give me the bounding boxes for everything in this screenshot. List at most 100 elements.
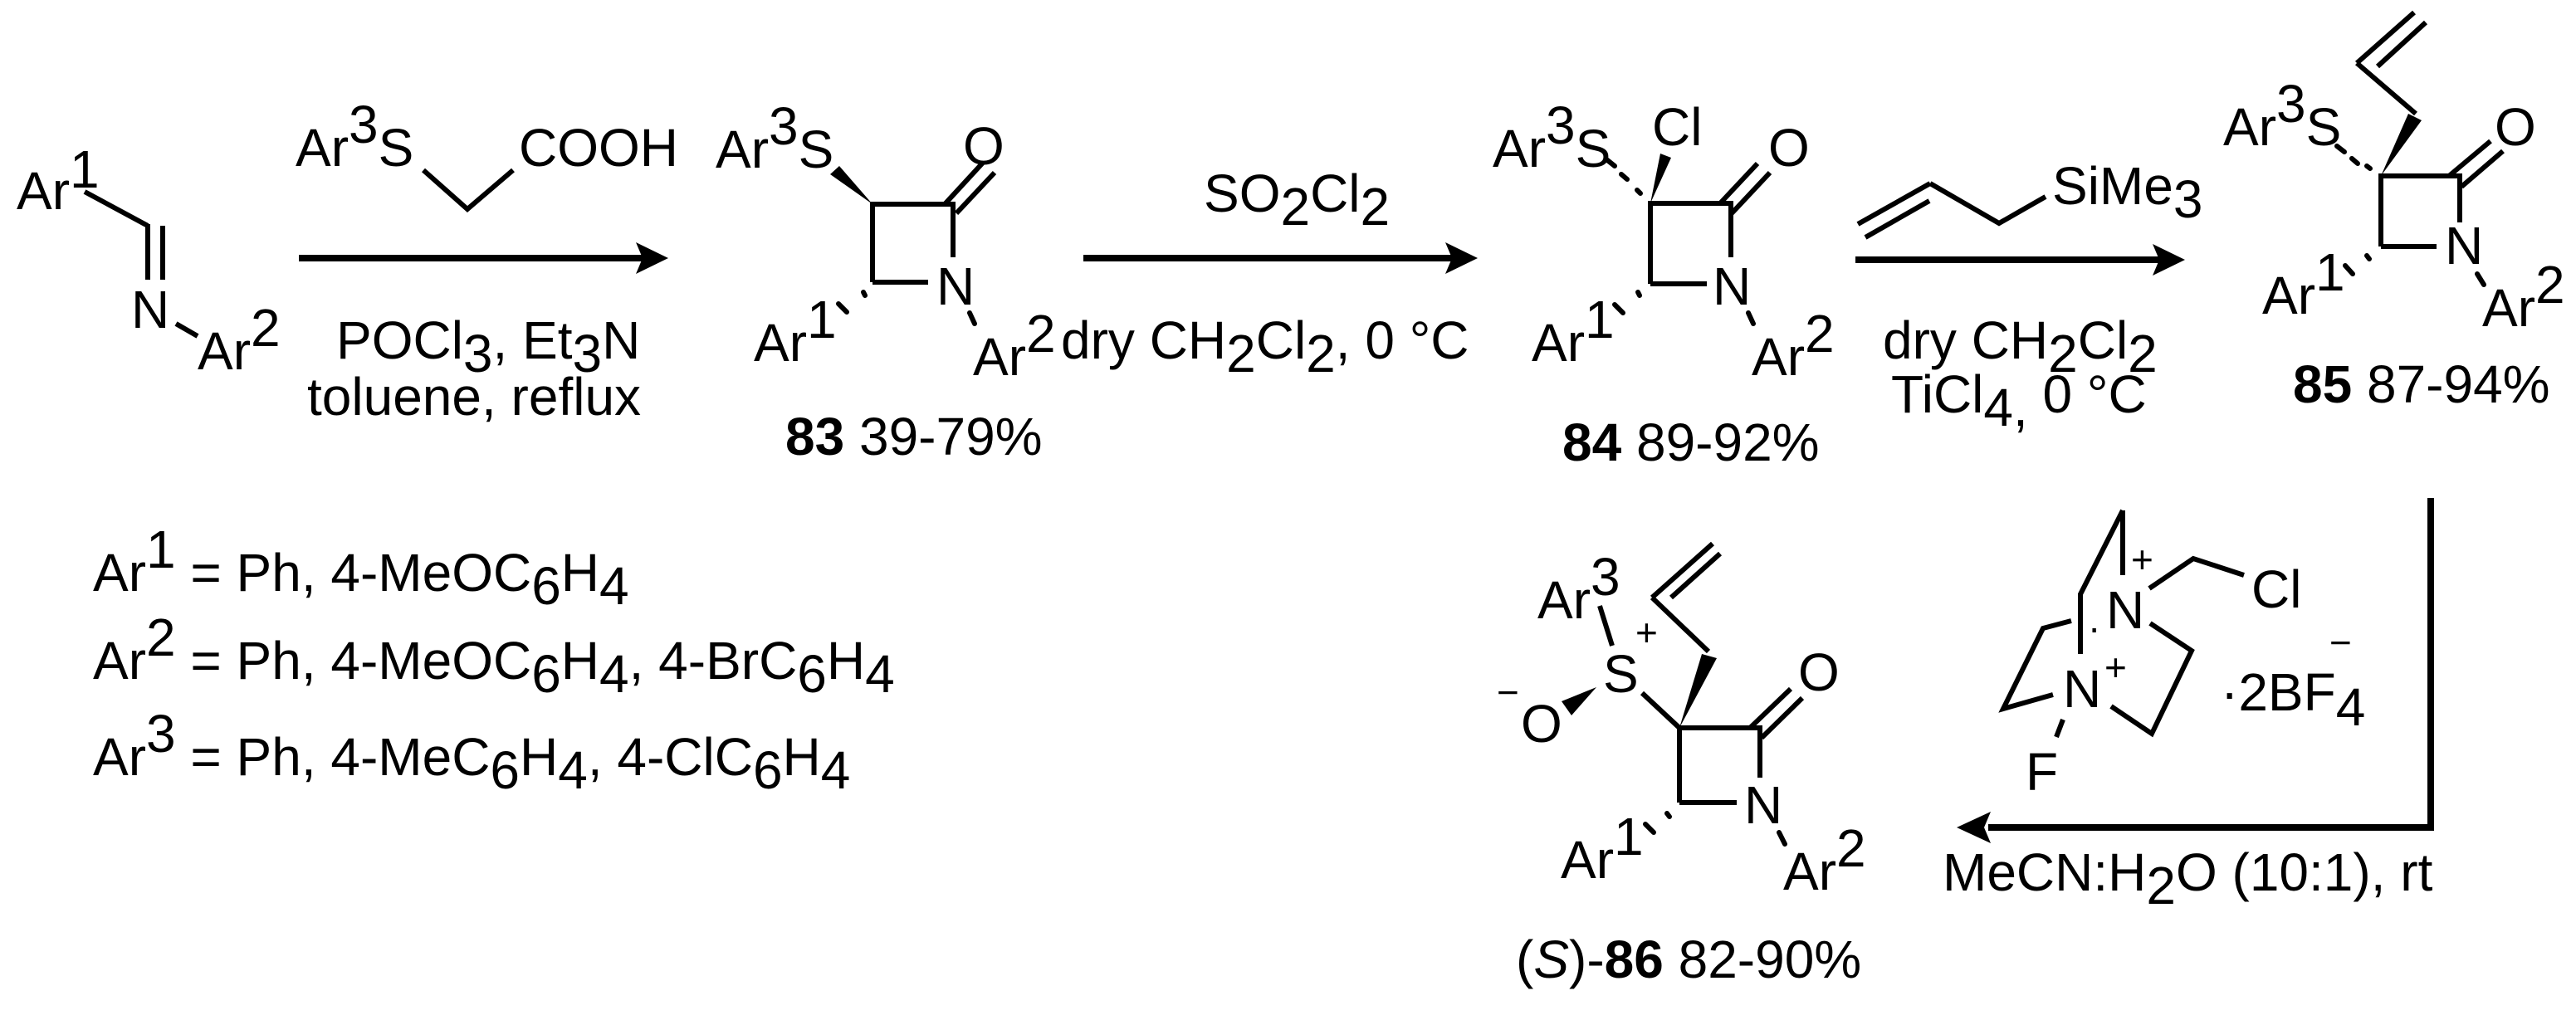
c83-carbonyl-a xyxy=(942,160,985,207)
step1-conditions: Ar3S COOH POCl3, Et3N toluene, reflux xyxy=(296,95,678,427)
c83-wedge-bond xyxy=(830,166,873,204)
c85-ring-bonds xyxy=(2378,173,2462,246)
ch2cl-bond xyxy=(2148,555,2245,591)
c86-vinyl-ch2 xyxy=(1650,595,1711,654)
compound-83: Ar3S O N Ar1 Ar2 83 39-79% xyxy=(716,96,1056,466)
cage-bond-left-arm xyxy=(2078,509,2125,654)
c83-ring-bonds xyxy=(870,202,956,282)
c85-ar2: Ar2 xyxy=(2482,255,2565,338)
substituent-legend: Ar1 = Ph, 4-MeOC6H4 Ar2 = Ph, 4-MeOC6H4,… xyxy=(93,520,895,800)
reagent-f: F xyxy=(2026,742,2058,802)
c84-hash-s-3 xyxy=(1635,188,1643,196)
c83-label: 83 39-79% xyxy=(785,407,1043,466)
allyl-chain xyxy=(1928,181,2047,227)
c85-o: O xyxy=(2495,97,2536,157)
step1-reagent-ch2-bond xyxy=(422,168,515,212)
c84-label: 84 89-92% xyxy=(1562,412,1820,472)
c86-n-ar2-bond xyxy=(1777,830,1787,847)
step3-reagent-simet3: SiMe3 xyxy=(2052,156,2202,229)
reagent-n-top-charge: + xyxy=(2131,538,2153,581)
c84-ar2: Ar2 xyxy=(1752,304,1835,387)
step4-conditions: · N + N + F Cl ·2BF4 − MeCN:H2O (10:1), … xyxy=(1943,498,2434,915)
c85-hash-s-2 xyxy=(2349,156,2360,166)
c86-hash-ar1-2 xyxy=(1643,822,1656,835)
c85-carbonyl-a xyxy=(2447,139,2492,178)
arrowhead-4 xyxy=(1957,812,1991,843)
c86-o: O xyxy=(1798,642,1840,702)
c85-vinyl-ch2 xyxy=(2355,61,2417,116)
c85-ar1: Ar1 xyxy=(2262,242,2345,325)
c86-vinyl-double-b xyxy=(1669,551,1723,600)
step2-reagent-so2cl2: SO2Cl2 xyxy=(1204,163,1390,237)
bond-ar1-c xyxy=(83,189,149,228)
reagent-n-bottom: N xyxy=(2063,659,2101,719)
c84-ring-bonds xyxy=(1648,201,1733,284)
c86-s-c3-bond xyxy=(1640,691,1682,730)
c83-n: N xyxy=(936,256,975,316)
c84-o: O xyxy=(1768,118,1810,178)
c86-wedge-bond xyxy=(1679,654,1717,728)
arrowhead-3 xyxy=(2153,244,2185,276)
allyl-double-b xyxy=(1864,198,1931,240)
c85-hash-s-3 xyxy=(2364,163,2373,171)
c86-ring-bonds xyxy=(1677,725,1762,803)
c86-label: (S)-86 82-90% xyxy=(1516,930,1861,989)
step1-reagent-ar3s: Ar3S xyxy=(296,95,413,178)
c86-so-wedge xyxy=(1562,687,1596,715)
c86-s-charge: + xyxy=(1635,611,1658,654)
c84-ar1: Ar1 xyxy=(1532,290,1615,373)
c84-wedge-bond xyxy=(1650,154,1671,203)
c86-ar2: Ar2 xyxy=(1783,818,1866,901)
c85-vinyl-double-b xyxy=(2375,20,2428,69)
c83-o: O xyxy=(963,116,1004,176)
c83-carbonyl-b xyxy=(954,170,997,216)
step1-conditions-line2: toluene, reflux xyxy=(307,367,641,427)
reaction-arrow-4 xyxy=(1988,498,2434,831)
imine-n: N xyxy=(131,280,169,339)
c84-hash-s-1 xyxy=(1604,157,1617,168)
imine-ar1: Ar1 xyxy=(17,139,100,221)
reagent-n-bottom-charge: + xyxy=(2104,646,2127,689)
c83-hash-2 xyxy=(836,301,849,315)
step3-conditions: SiMe3 dry CH2Cl2 TiCl4, 0 °C xyxy=(1855,156,2202,437)
c84-carbonyl-a xyxy=(1718,161,1760,206)
imine-ar2: Ar2 xyxy=(198,298,281,381)
reagent-counterion-charge: − xyxy=(2329,621,2352,664)
legend-ar1: Ar1 = Ph, 4-MeOC6H4 xyxy=(93,520,629,616)
c86-ar1: Ar1 xyxy=(1561,807,1644,890)
cage-bond-back-arm xyxy=(1998,618,2072,713)
c86-hash-ar1-1 xyxy=(1664,811,1672,819)
reagent-counterion: ·2BF4 xyxy=(2221,662,2365,737)
c84-carbonyl-b xyxy=(1729,170,1772,216)
c86-o-minus: O xyxy=(1521,694,1562,754)
reagent-cl: Cl xyxy=(2251,559,2301,619)
c83-hash-1 xyxy=(861,290,868,298)
selectfluor-reagent: · N + N + F Cl ·2BF4 − xyxy=(1998,509,2365,802)
c84-hash-s-2 xyxy=(1619,172,1630,182)
c83-ar3s: Ar3S xyxy=(716,96,833,179)
reagent-n-top: N xyxy=(2106,580,2144,640)
c83-n-ar2-bond xyxy=(967,310,977,326)
c83-ar2: Ar2 xyxy=(973,304,1056,387)
c85-hash-ar1-2 xyxy=(2343,263,2355,276)
arrowhead-1 xyxy=(636,242,668,274)
c86-carbonyl-b xyxy=(1759,695,1805,740)
c84-hash-ar1-2 xyxy=(1612,302,1625,315)
c85-wedge-bond xyxy=(2381,114,2422,176)
imine-starting-material: Ar1 N Ar2 xyxy=(17,139,281,381)
c86-vinyl-double-a xyxy=(1650,541,1714,600)
compound-84: Ar3S Cl O N Ar1 Ar2 84 89-92% xyxy=(1493,95,1835,472)
c84-hash-ar1-1 xyxy=(1635,290,1642,298)
cage-bond-right-arm xyxy=(2109,621,2195,738)
cage-dot: · xyxy=(2088,606,2100,649)
c84-n: N xyxy=(1713,256,1751,316)
arrowhead-2 xyxy=(1445,242,1478,274)
c86-n: N xyxy=(1744,775,1782,835)
c86-ar3: Ar3 xyxy=(1537,547,1620,630)
step2-conditions: SO2Cl2 dry CH2Cl2, 0 °C xyxy=(1061,163,1478,383)
n-f-bond xyxy=(2054,718,2065,739)
c84-cl: Cl xyxy=(1652,97,1702,157)
step4-conditions-text: MeCN:H2O (10:1), rt xyxy=(1943,842,2433,915)
c85-hash-s-1 xyxy=(2334,144,2347,154)
